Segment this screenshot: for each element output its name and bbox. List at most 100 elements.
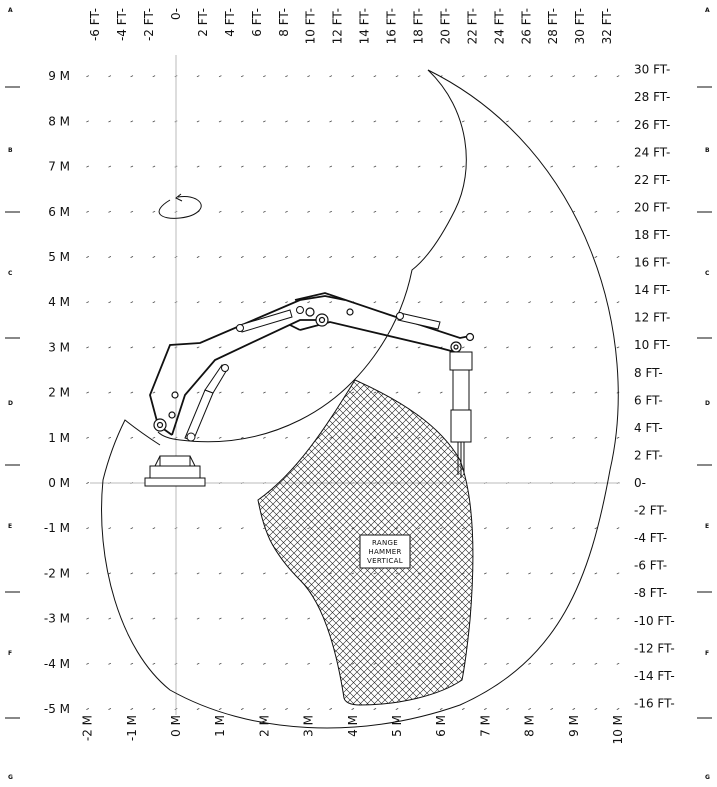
grid-dot [572, 436, 576, 439]
grid-dot [550, 527, 554, 530]
meter-y-label: 3 M [48, 340, 70, 354]
grid-dot [616, 436, 620, 439]
grid-dot [130, 210, 134, 213]
meter-y-label: 9 M [48, 69, 70, 83]
grid-dot [285, 75, 288, 78]
grid-dot [594, 256, 598, 258]
feet-x-label: 30 FT- [573, 8, 587, 44]
grid-dot [86, 572, 89, 575]
grid-dot [329, 662, 333, 665]
feet-y-label: -4 FT- [634, 531, 667, 545]
grid-dot [572, 75, 576, 78]
grid-dot [417, 120, 421, 123]
feet-x-label: 22 FT- [465, 8, 479, 44]
grid-dot [152, 210, 156, 213]
grid-dot [263, 391, 266, 394]
grid-dot [528, 346, 531, 349]
grid-dot [484, 346, 487, 349]
grid-dot [108, 436, 112, 439]
grid-dot [461, 210, 465, 213]
feet-y-label: 20 FT- [634, 200, 670, 214]
feet-y-label: 12 FT- [634, 311, 670, 325]
boom-cylinder [236, 306, 304, 333]
grid-dot [240, 662, 244, 665]
grid-dot [484, 436, 487, 439]
grid-dot [550, 662, 554, 665]
feet-x-label: 24 FT- [492, 8, 506, 44]
grid-dot [307, 210, 310, 213]
grid-dot [351, 256, 355, 258]
grid-dot [86, 662, 89, 665]
meter-y-label: 0 M [48, 476, 70, 490]
grid-dot [417, 391, 421, 394]
grid-dot [152, 165, 156, 168]
grid-dot [86, 346, 89, 349]
zone-letter-left: F [8, 650, 12, 657]
grid-dot [506, 572, 509, 575]
grid-dot [550, 572, 554, 575]
grid-dot [417, 75, 421, 78]
inner-reach-envelope [157, 69, 467, 443]
feet-x-label: 10 FT- [304, 8, 318, 44]
grid-dot [130, 120, 134, 123]
grid-dot [240, 256, 244, 258]
grid-dot [285, 708, 288, 710]
grid-dot [108, 165, 112, 168]
grid-dot [417, 210, 421, 213]
grid-dot [373, 120, 377, 123]
meter-x-label: 8 M [523, 715, 537, 737]
grid-dot [108, 572, 112, 575]
grid-dot [152, 120, 156, 123]
grid-dot [263, 165, 266, 168]
rotation-arrow-icon [158, 193, 202, 219]
grid-dot [506, 662, 509, 665]
grid-dot [351, 346, 355, 349]
feet-y-label: 10 FT- [634, 338, 670, 352]
grid-dot [152, 75, 156, 78]
grid-dot [528, 391, 531, 394]
grid-dot [152, 301, 156, 304]
grid-dot [329, 391, 333, 394]
grid-dot [86, 482, 89, 484]
grid-dot [506, 120, 509, 123]
feet-x-label: 32 FT- [600, 8, 614, 44]
grid-dot [351, 165, 355, 168]
grid-dot [594, 301, 598, 304]
grid-dot [484, 527, 487, 530]
grid-dot [484, 572, 487, 575]
grid-dot [108, 617, 112, 620]
grid-dot [285, 346, 288, 349]
zone-letter-left: C [8, 270, 13, 277]
zone-letter-right: A [705, 7, 710, 14]
grid-dot [616, 120, 620, 123]
grid-dot [572, 120, 576, 123]
grid-dot [307, 708, 310, 710]
grid-dot [307, 617, 310, 620]
grid-dot [196, 527, 200, 530]
grid-dot [329, 708, 333, 710]
grid-dot [395, 120, 399, 123]
grid-dot [307, 301, 310, 304]
grid-dot [616, 210, 620, 213]
grid-dot [616, 527, 620, 530]
grid-dot [572, 617, 576, 620]
range-label-line-3: VERTICAL [367, 557, 403, 565]
feet-y-label: 22 FT- [634, 173, 670, 187]
grid-dot [484, 165, 487, 168]
grid-dot [439, 120, 443, 123]
meter-x-label: 3 M [302, 715, 316, 737]
grid-dot [351, 75, 355, 78]
grid-dot [285, 210, 288, 213]
grid-dot [329, 75, 333, 78]
grid-dot [307, 436, 310, 439]
grid-dot [550, 120, 554, 123]
grid-dot [152, 436, 156, 439]
grid-dot [484, 301, 487, 304]
grid-dot [130, 572, 134, 575]
feet-x-label: -6 FT- [88, 8, 102, 41]
grid-dot [152, 662, 156, 665]
grid-dot [307, 391, 310, 394]
grid-dot [572, 165, 576, 168]
grid-dot [351, 120, 355, 123]
